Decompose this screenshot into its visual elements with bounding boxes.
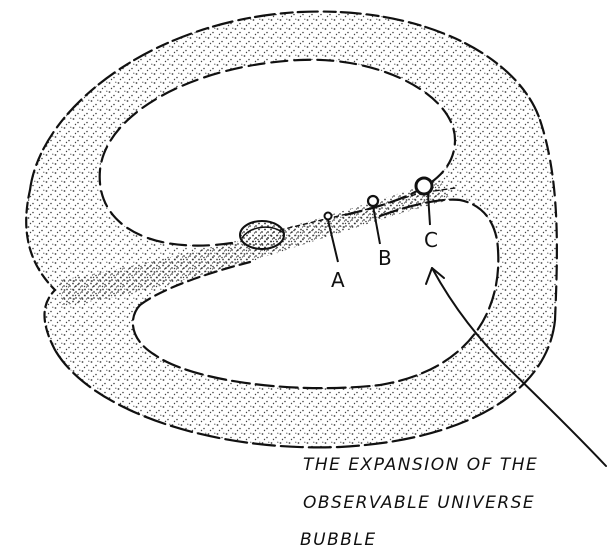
caption-line-1: THE EXPANSION OF THE bbox=[303, 455, 538, 475]
point-c-label: C bbox=[424, 228, 438, 252]
central-bubble bbox=[240, 221, 284, 249]
caption-line-3: BUBBLE bbox=[300, 530, 377, 550]
torus-body bbox=[26, 12, 558, 448]
caption-line-2: OBSERVABLE UNIVERSE bbox=[303, 493, 535, 513]
point-a-label: A bbox=[331, 268, 345, 292]
point-b-label: B bbox=[378, 246, 392, 270]
